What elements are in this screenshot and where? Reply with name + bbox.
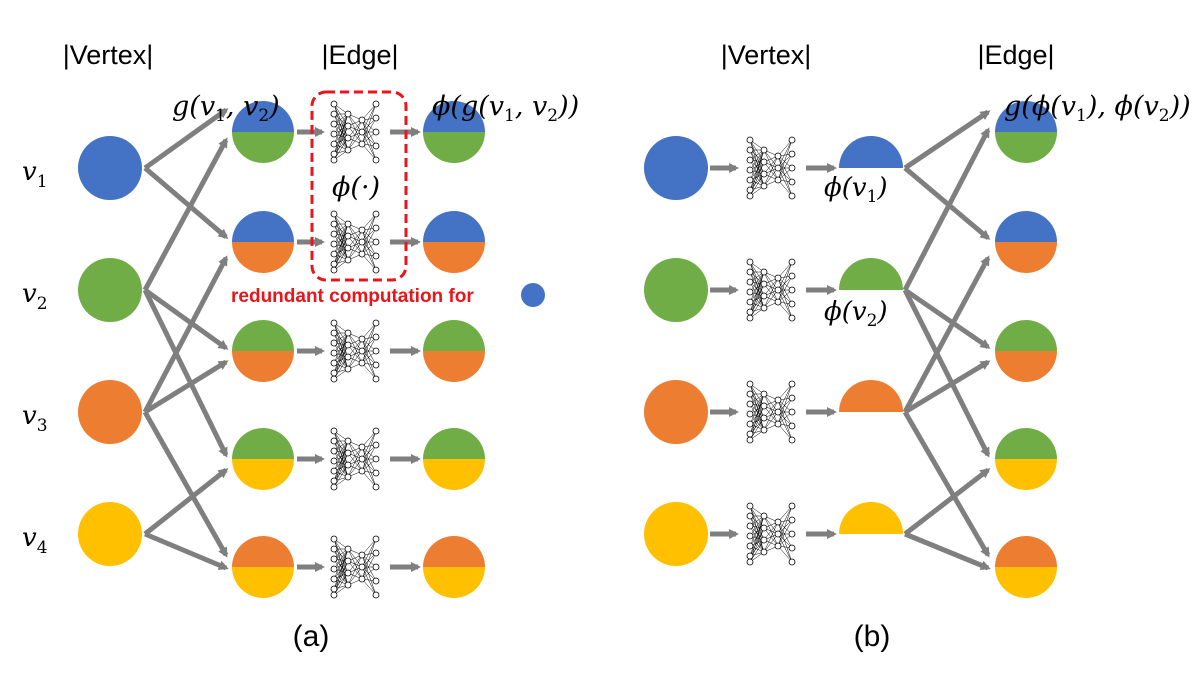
edge-node-1 — [995, 101, 1057, 163]
phi-v1-half-node — [839, 136, 903, 168]
mlp-icon — [330, 100, 380, 164]
edge-node-5 — [995, 536, 1057, 598]
mlp-icon — [746, 380, 796, 444]
vertex-node-orange — [644, 380, 708, 444]
edge-node-4 — [995, 428, 1057, 490]
panel-a-mlp-arrows — [297, 127, 421, 572]
phi-v2-half-node — [839, 258, 903, 290]
panel-b-caption: (b) — [854, 620, 891, 653]
mlp-icon — [746, 258, 796, 322]
phi-v1-label: ϕ(v1) — [824, 173, 888, 207]
output-edge-node-4 — [423, 428, 485, 490]
panel-b-mlp-arrows — [710, 163, 837, 539]
redundancy-highlight-box — [310, 90, 408, 282]
vertex-node-orange — [78, 380, 142, 444]
panel-b-gather-arrows — [902, 109, 991, 571]
phi-v3-half-node — [839, 380, 903, 412]
output-edge-node-2 — [423, 211, 485, 273]
panel-b-edge-header: |Edge| — [977, 40, 1054, 70]
vertex-label-v2: v2 — [22, 279, 48, 314]
vertex-node-blue — [644, 136, 708, 200]
edge-node-3 — [995, 320, 1057, 382]
phi-function-label: ϕ(·) — [332, 172, 380, 203]
vertex-node-yellow — [78, 502, 142, 566]
g-phi-label: g(ϕ(v1), ϕ(v2)) — [1004, 91, 1191, 126]
output-edge-node-5 — [423, 536, 485, 598]
output-edge-node-1 — [423, 101, 485, 163]
edge-node-2 — [995, 211, 1057, 273]
panel-a-vertex-header: |Vertex| — [63, 40, 154, 70]
panel-b: |Vertex| |Edge| ϕ(v1) ϕ(v2) — [644, 40, 1191, 653]
edge-node-2 — [232, 211, 294, 273]
mlp-icon — [746, 136, 796, 200]
g-function-label: g(v1, v2) — [172, 91, 280, 126]
vertex-label-v4: v4 — [22, 523, 48, 558]
vertex-node-green — [644, 258, 708, 322]
panel-a-caption: (a) — [293, 620, 330, 653]
panel-a-edge-header: |Edge| — [321, 40, 398, 70]
vertex-node-blue — [78, 136, 142, 200]
mlp-icon — [746, 502, 796, 566]
edge-node-3 — [232, 320, 294, 382]
panel-b-vertex-header: |Vertex| — [721, 40, 812, 70]
mlp-icon — [330, 427, 380, 491]
vertex-node-green — [78, 258, 142, 322]
panel-a-gather-arrows — [142, 107, 229, 571]
vertex-node-yellow — [644, 502, 708, 566]
phi-g-label: ϕ(g(v1, v2)) — [432, 91, 579, 126]
edge-node-4 — [232, 428, 294, 490]
edge-node-1 — [232, 101, 294, 163]
redundant-computation-note: redundant computation for — [231, 286, 474, 307]
phi-v2-label: ϕ(v2) — [824, 297, 888, 331]
edge-node-5 — [232, 536, 294, 598]
panel-a: |Vertex| |Edge| v1 v2 v3 v4 — [22, 40, 579, 653]
redundant-blue-dot — [521, 283, 545, 307]
vertex-label-v3: v3 — [22, 401, 48, 436]
mlp-icon — [330, 535, 380, 599]
output-edge-node-3 — [423, 320, 485, 382]
mlp-icon — [330, 210, 380, 274]
mlp-icon — [330, 319, 380, 383]
vertex-label-v1: v1 — [22, 157, 48, 192]
phi-v4-half-node — [839, 502, 903, 534]
